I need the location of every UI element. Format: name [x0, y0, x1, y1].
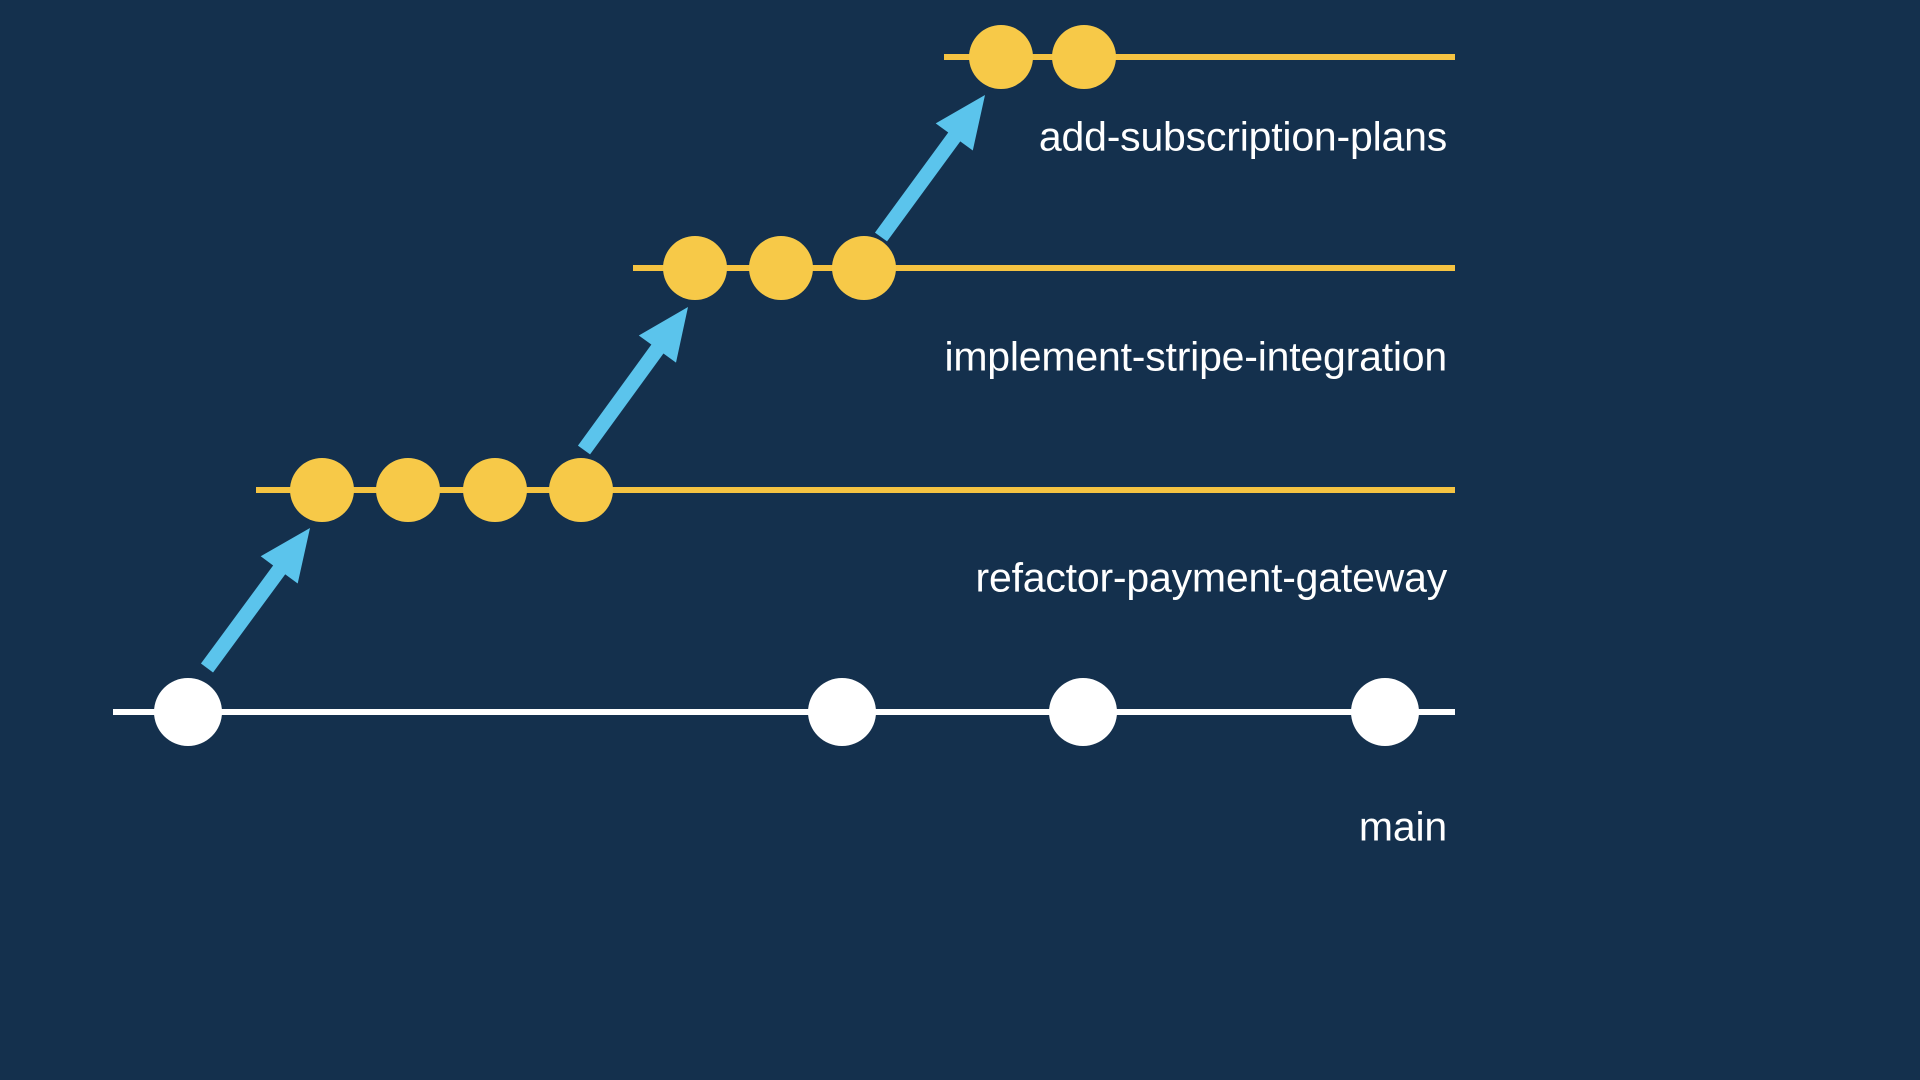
branch-label-add-subscription-plans: add-subscription-plans	[1038, 113, 1447, 160]
commit-dot[interactable]	[290, 458, 354, 522]
commit-dot[interactable]	[1052, 25, 1116, 89]
branch-implement-stripe-integration	[633, 236, 1455, 300]
commit-dot[interactable]	[663, 236, 727, 300]
commit-dot[interactable]	[1049, 678, 1117, 746]
commit-dot[interactable]	[154, 678, 222, 746]
merge-arrow-implement-stripe-integration-to-add-subscription-plans	[874, 95, 985, 242]
commit-dot[interactable]	[463, 458, 527, 522]
merge-arrow-shaft	[874, 126, 966, 242]
merge-arrow-shaft	[200, 558, 290, 673]
branch-label-implement-stripe-integration: implement-stripe-integration	[944, 333, 1447, 380]
merge-arrow-refactor-payment-gateway-to-implement-stripe-integration	[577, 307, 688, 455]
branch-main	[113, 678, 1455, 746]
branch-refactor-payment-gateway	[256, 458, 1455, 522]
commit-dot[interactable]	[832, 236, 896, 300]
merge-arrow-main-to-refactor-payment-gateway	[200, 528, 310, 673]
commit-dot[interactable]	[969, 25, 1033, 89]
branch-add-subscription-plans	[944, 25, 1455, 89]
merge-arrow-head	[638, 307, 688, 363]
commit-dot[interactable]	[376, 458, 440, 522]
merge-arrow-shaft	[577, 338, 669, 455]
commit-dot[interactable]	[749, 236, 813, 300]
merge-arrow-head	[935, 95, 985, 151]
commit-dot[interactable]	[1351, 678, 1419, 746]
commit-dot[interactable]	[549, 458, 613, 522]
branch-label-refactor-payment-gateway: refactor-payment-gateway	[975, 554, 1448, 601]
branch-label-main: main	[1358, 803, 1447, 850]
commit-dot[interactable]	[808, 678, 876, 746]
merge-arrow-head	[260, 528, 310, 584]
